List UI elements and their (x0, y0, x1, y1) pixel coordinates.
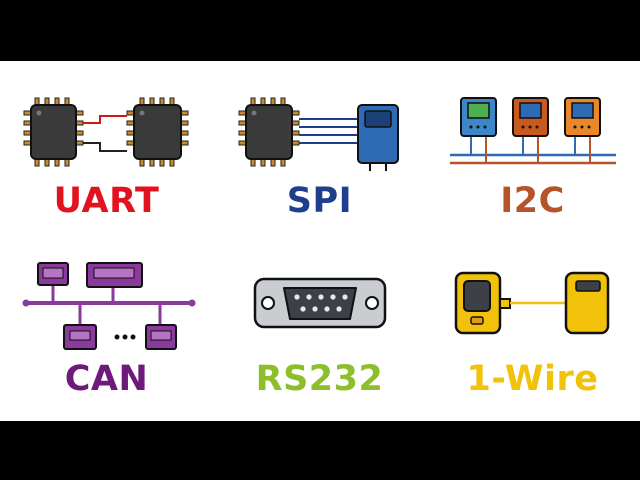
one-wire-devices-icon (454, 271, 610, 335)
spi-cell: SPI (213, 61, 426, 241)
uart-label: UART (53, 181, 160, 221)
letterbox-top (0, 0, 640, 61)
two-chips-connected-icon (23, 97, 189, 167)
can-label: CAN (64, 359, 149, 399)
chip-to-module-icon (238, 97, 399, 171)
rs232-cell: RS232 (213, 241, 426, 421)
onewire-cell: 1-Wire (426, 241, 639, 421)
db9-connector-icon (253, 277, 387, 329)
protocol-diagram-panel: UART (0, 61, 640, 421)
can-cell: CAN (0, 241, 213, 421)
onewire-label: 1-Wire (466, 359, 599, 399)
i2c-cell: I2C (426, 61, 639, 241)
letterbox-bottom (0, 421, 640, 480)
uart-cell: UART (0, 61, 213, 241)
network-bus-icon (22, 262, 196, 350)
rs232-label: RS232 (255, 359, 384, 399)
spi-label: SPI (286, 181, 353, 221)
bus-devices-icon (450, 97, 616, 165)
i2c-label: I2C (500, 181, 565, 221)
